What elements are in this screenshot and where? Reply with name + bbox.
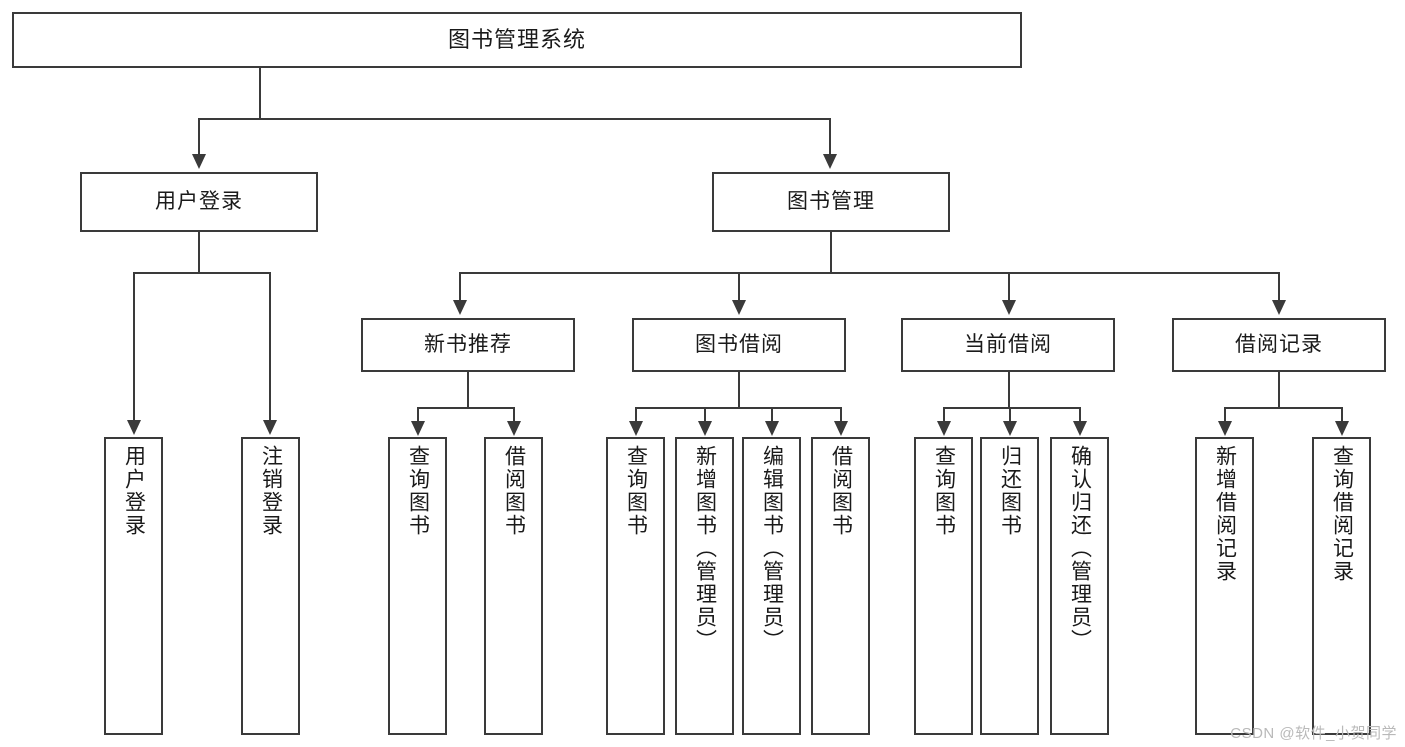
leaf-label: 归还图书 [998, 445, 1022, 537]
connector-cb-drop-2 [1009, 407, 1011, 423]
node-borrow-record[interactable]: 借阅记录 [1172, 318, 1386, 372]
arrow-to-book-borrow [732, 300, 746, 315]
leaf-user-login[interactable]: 用户登录 [104, 437, 163, 735]
connector-cb-drop-1 [943, 407, 945, 423]
leaf-borrow-book-1[interactable]: 借阅图书 [484, 437, 543, 735]
node-label: 图书借阅 [695, 333, 783, 357]
leaf-label: 用户登录 [122, 445, 146, 537]
arrow-to-leaf-query-record [1335, 421, 1349, 436]
arrow-to-borrow-record [1272, 300, 1286, 315]
connector-nbr-drop-1 [417, 407, 419, 423]
node-root-book-management-system[interactable]: 图书管理系统 [12, 12, 1022, 68]
leaf-label: 查询图书 [624, 445, 648, 537]
node-label: 图书管理系统 [447, 26, 586, 52]
leaf-label: 查询借阅记录 [1330, 445, 1354, 583]
leaf-query-book-3[interactable]: 查询图书 [914, 437, 973, 735]
connector-root-drop-2 [829, 118, 831, 156]
connector-bb-stem [738, 372, 740, 407]
connector-user-login-bar [133, 272, 270, 274]
leaf-label: 确认归还（管理员） [1068, 445, 1092, 652]
connector-bm-drop-1 [459, 272, 461, 302]
connector-cb-drop-3 [1079, 407, 1081, 423]
leaf-label: 借阅图书 [829, 445, 853, 537]
leaf-add-record[interactable]: 新增借阅记录 [1195, 437, 1254, 735]
connector-bb-drop-3 [771, 407, 773, 423]
arrow-to-current-borrow [1002, 300, 1016, 315]
connector-bb-drop-1 [635, 407, 637, 423]
arrow-to-leaf-logout [263, 420, 277, 435]
leaf-label: 借阅图书 [502, 445, 526, 537]
node-book-borrow[interactable]: 图书借阅 [632, 318, 846, 372]
connector-br-stem [1278, 372, 1280, 407]
leaf-confirm-return[interactable]: 确认归还（管理员） [1050, 437, 1109, 735]
connector-br-drop-1 [1224, 407, 1226, 423]
leaf-label: 查询图书 [406, 445, 430, 537]
arrow-to-leaf-edit-book [765, 421, 779, 436]
arrow-to-leaf-user-login [127, 420, 141, 435]
connector-root-bar [198, 118, 831, 120]
leaf-label: 新增图书（管理员） [693, 445, 717, 652]
leaf-query-book-2[interactable]: 查询图书 [606, 437, 665, 735]
connector-nbr-drop-2 [513, 407, 515, 423]
arrow-to-leaf-add-book [698, 421, 712, 436]
node-label: 借阅记录 [1235, 333, 1323, 357]
arrow-to-leaf-borrow-book-2 [834, 421, 848, 436]
connector-cb-bar [943, 407, 1080, 409]
connector-bb-drop-4 [840, 407, 842, 423]
leaf-logout[interactable]: 注销登录 [241, 437, 300, 735]
leaf-query-record[interactable]: 查询借阅记录 [1312, 437, 1371, 735]
connector-user-login-drop-1 [133, 272, 135, 422]
leaf-return-book[interactable]: 归还图书 [980, 437, 1039, 735]
arrow-to-leaf-borrow-book-1 [507, 421, 521, 436]
connector-book-management-stem [830, 232, 832, 272]
node-new-book-recommend[interactable]: 新书推荐 [361, 318, 575, 372]
arrow-to-leaf-add-record [1218, 421, 1232, 436]
node-book-management[interactable]: 图书管理 [712, 172, 950, 232]
connector-root-drop-1 [198, 118, 200, 156]
leaf-label: 编辑图书（管理员） [760, 445, 784, 652]
connector-bb-bar [635, 407, 841, 409]
leaf-edit-book[interactable]: 编辑图书（管理员） [742, 437, 801, 735]
connector-br-bar [1224, 407, 1343, 409]
connector-cb-stem [1008, 372, 1010, 407]
arrow-to-leaf-query-book-3 [937, 421, 951, 436]
arrow-to-new-book-recommend [453, 300, 467, 315]
connector-user-login-drop-2 [269, 272, 271, 422]
connector-user-login-stem [198, 232, 200, 272]
leaf-label: 注销登录 [259, 445, 283, 537]
node-user-login[interactable]: 用户登录 [80, 172, 318, 232]
connector-bm-drop-4 [1278, 272, 1280, 302]
arrow-to-leaf-query-book-1 [411, 421, 425, 436]
leaf-add-book[interactable]: 新增图书（管理员） [675, 437, 734, 735]
arrow-to-leaf-confirm-return [1073, 421, 1087, 436]
connector-nbr-stem [467, 372, 469, 407]
leaf-label: 新增借阅记录 [1213, 445, 1237, 583]
arrow-to-leaf-return-book [1003, 421, 1017, 436]
arrow-to-book-management [823, 154, 837, 169]
leaf-borrow-book-2[interactable]: 借阅图书 [811, 437, 870, 735]
connector-br-drop-2 [1341, 407, 1343, 423]
node-label: 用户登录 [155, 190, 243, 214]
arrow-to-user-login [192, 154, 206, 169]
node-label: 当前借阅 [964, 333, 1052, 357]
leaf-query-book-1[interactable]: 查询图书 [388, 437, 447, 735]
arrow-to-leaf-query-book-2 [629, 421, 643, 436]
connector-root-stem [259, 68, 261, 118]
connector-bb-drop-2 [704, 407, 706, 423]
connector-bm-drop-3 [1008, 272, 1010, 302]
connector-bm-drop-2 [738, 272, 740, 302]
leaf-label: 查询图书 [932, 445, 956, 537]
connector-nbr-bar [417, 407, 515, 409]
node-label: 图书管理 [787, 190, 875, 214]
connector-book-management-bar [459, 272, 1279, 274]
node-current-borrow[interactable]: 当前借阅 [901, 318, 1115, 372]
node-label: 新书推荐 [424, 333, 512, 357]
watermark-text: CSDN @软件_小贺同学 [1230, 725, 1397, 742]
